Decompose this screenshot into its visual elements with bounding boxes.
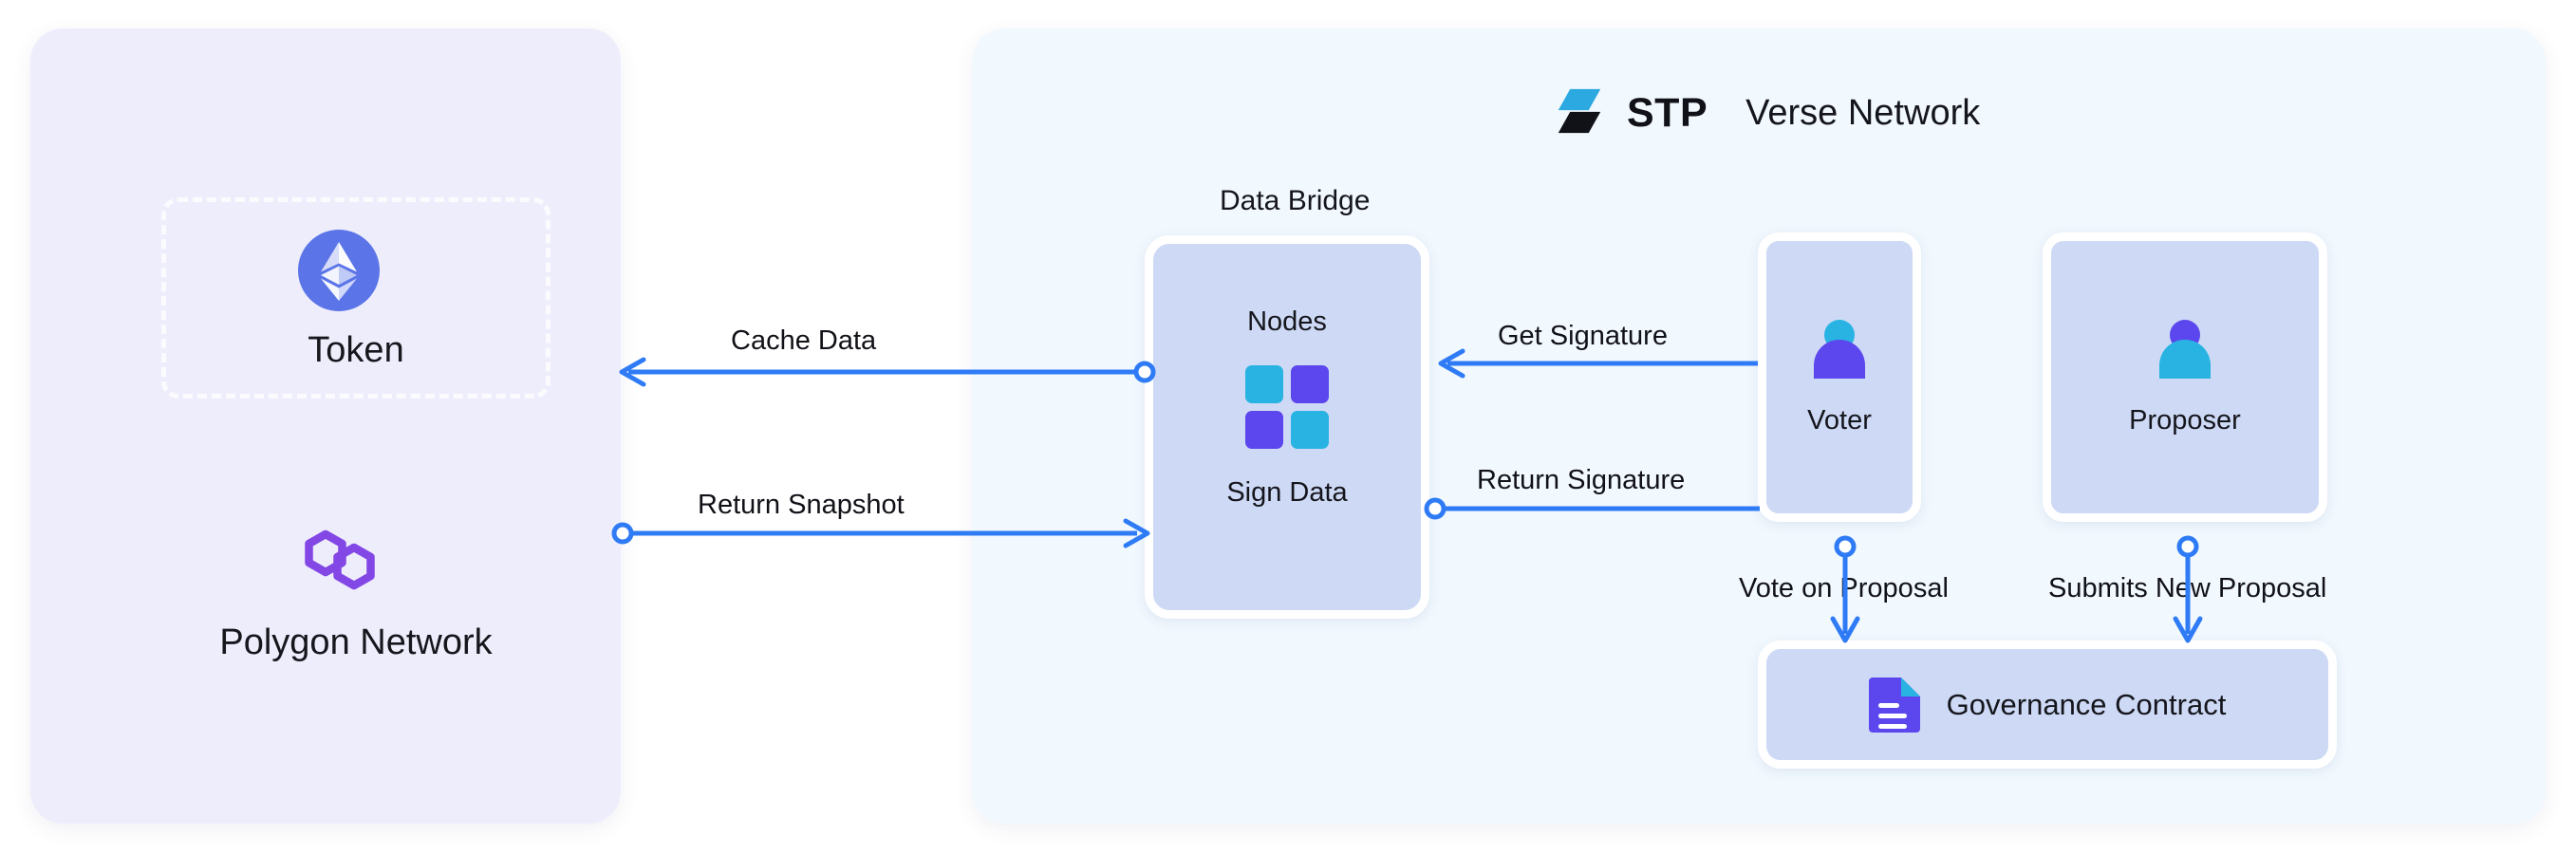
edge-label-return-signature: Return Signature	[1477, 465, 1686, 495]
edge-label-get-signature: Get Signature	[1498, 321, 1668, 351]
person-icon	[1811, 320, 1868, 379]
token-label: Token	[308, 330, 404, 370]
network-title: Verse Network	[1745, 93, 1981, 133]
stp-logo-icon	[1557, 87, 1602, 139]
ethereum-icon	[298, 230, 380, 311]
person-icon	[2156, 320, 2213, 379]
edge-label-submits-new-proposal: Submits New Proposal	[2048, 573, 2327, 603]
polygon-network-panel: Token Polygon Network	[30, 28, 621, 824]
data-bridge-caption: Data Bridge	[1220, 185, 1371, 216]
edge-label-vote-on-proposal: Vote on Proposal	[1739, 573, 1949, 603]
token-dashed-border	[161, 197, 551, 399]
proposer-card[interactable]: Proposer	[2043, 232, 2327, 522]
polygon-icon	[304, 527, 376, 593]
nodes-grid-icon	[1245, 365, 1329, 449]
voter-label: Voter	[1807, 405, 1872, 436]
document-icon	[1868, 677, 1920, 733]
governance-contract-card[interactable]: Governance Contract	[1758, 640, 2337, 769]
governance-contract-label: Governance Contract	[1946, 688, 2227, 721]
data-bridge-nodes-label: Nodes	[1247, 306, 1327, 337]
polygon-network-label: Polygon Network	[219, 622, 493, 662]
edge-label-return-snapshot: Return Snapshot	[698, 490, 905, 520]
data-bridge-card[interactable]: Nodes Sign Data	[1145, 235, 1429, 619]
voter-card[interactable]: Voter	[1758, 232, 1921, 522]
proposer-label: Proposer	[2129, 405, 2241, 436]
data-bridge-sign-data-label: Sign Data	[1226, 477, 1348, 508]
stp-logo-text: STP	[1627, 89, 1708, 136]
edge-label-cache-data: Cache Data	[731, 325, 877, 356]
network-header: STP Verse Network	[1557, 87, 1980, 139]
